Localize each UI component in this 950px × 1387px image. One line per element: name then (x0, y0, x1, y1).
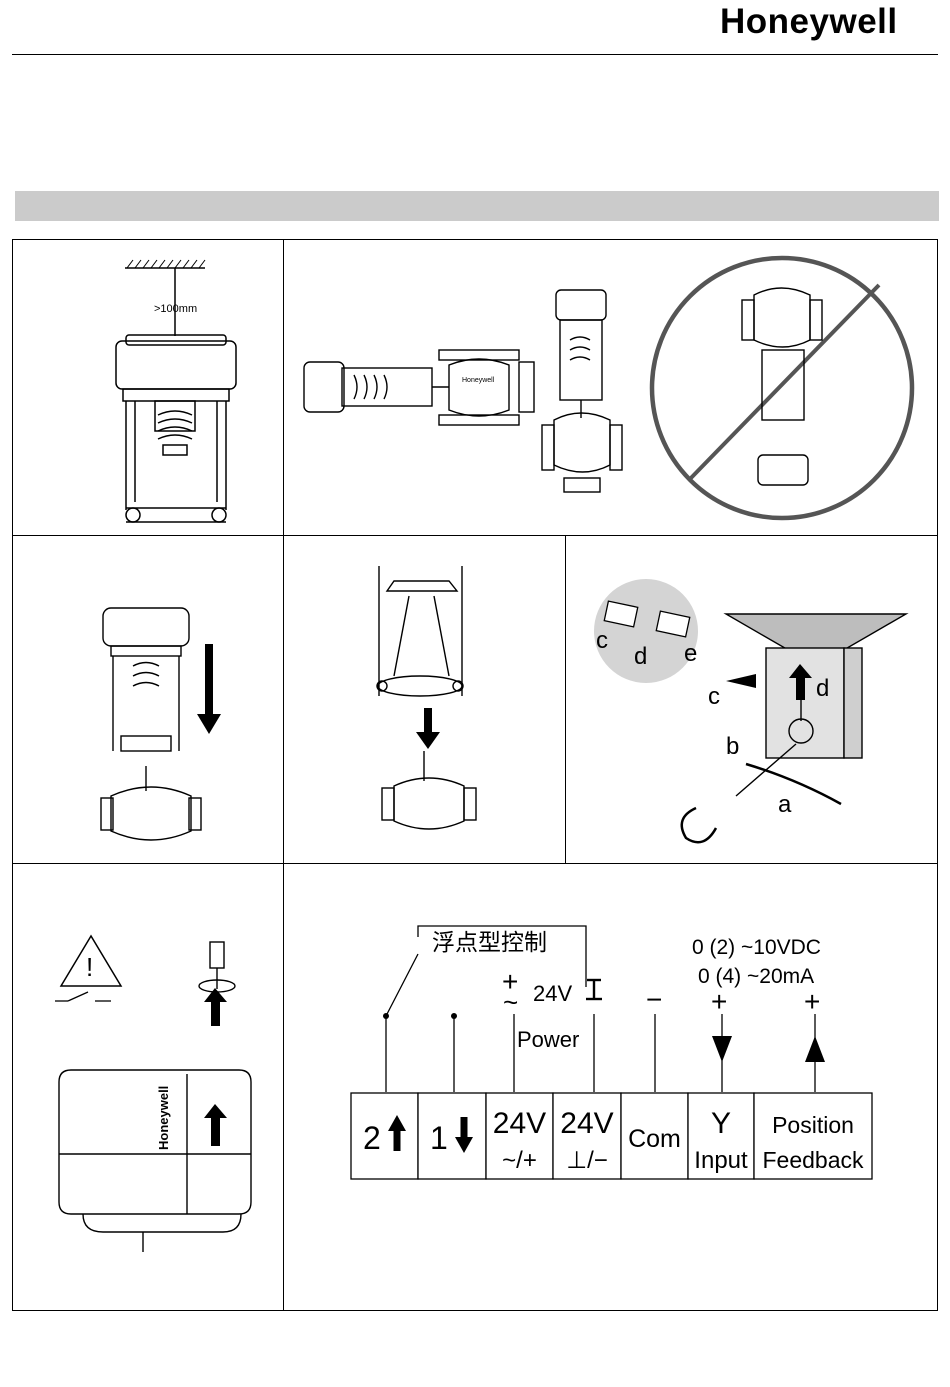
terminal-4-label: 24V (560, 1107, 613, 1140)
honeywell-logo: Honeywell (720, 2, 898, 42)
terminal-7-label: Position (772, 1112, 854, 1138)
actuator-clearance-illustration: >100mm (13, 240, 285, 537)
section-bar (15, 191, 939, 221)
com-minus-sign: − (646, 984, 662, 1015)
valve-stamp-label: Honeywell (462, 377, 495, 384)
cover-removal-illustration: ! Honeywell (13, 864, 285, 1312)
down-arrow-shaft (424, 708, 432, 732)
down-arrow-head (197, 714, 221, 734)
terminal-1 (351, 1093, 418, 1179)
screwdriver-icon (199, 942, 235, 992)
input-plus-sign: + (711, 986, 727, 1017)
orientation-illustration: Honeywell (284, 240, 939, 537)
label-c-inset: c (596, 627, 608, 654)
terminal-6-sublabel: Input (694, 1147, 748, 1174)
yoke-install-illustration (284, 536, 567, 865)
arrow-up-shaft (796, 676, 805, 700)
label-d: d (816, 675, 829, 702)
up-arrow-head (204, 1104, 227, 1118)
switch-blade (386, 954, 418, 1016)
terminal-4-sublabel: ⊥/− (566, 1147, 608, 1174)
label-b: b (726, 733, 739, 760)
down-arrow-shaft (205, 644, 213, 716)
panel-lower-actuator (12, 535, 284, 864)
terminal-3-sublabel: ~/+ (502, 1147, 537, 1174)
clearance-label: >100mm (154, 303, 197, 315)
feedback-plus-sign: + (804, 986, 820, 1017)
supply-voltage-label: 24V (533, 981, 572, 1006)
terminal-3-label: 24V (493, 1107, 546, 1140)
open-arrow-shaft (394, 1129, 401, 1151)
label-c: c (708, 683, 720, 710)
panel-mounting-clearance: >100mm (12, 239, 284, 536)
switch-icon (55, 992, 111, 1001)
up-arrow-shaft (211, 1118, 220, 1146)
warning-exclamation-icon: ! (86, 952, 93, 982)
arrow-left (726, 674, 756, 688)
input-arrow (712, 1036, 732, 1062)
label-e-inset: e (684, 640, 697, 667)
header-rule (12, 54, 938, 55)
terminal-6-label: Y (711, 1107, 731, 1140)
panel-stem-coupling: c d e c d b a (565, 535, 938, 864)
up-arrow-head (204, 988, 227, 1002)
close-arrow-shaft (461, 1117, 468, 1139)
housing-brand-label: Honeywell (156, 1086, 171, 1150)
stem-coupling-illustration: c d e c d b a (566, 536, 939, 865)
label-a: a (778, 791, 792, 818)
panel-yoke-install (283, 535, 566, 864)
terminal-1-number: 2 (363, 1120, 381, 1156)
label-d-inset: d (634, 643, 647, 670)
ground-symbol-icon (586, 980, 602, 999)
panel-mounting-orientation: Honeywell (283, 239, 938, 536)
wiring-diagram: 浮点型控制 0 (2) ~10VDC 0 (4) ~20mA + ~ 24V −… (284, 864, 939, 1312)
feedback-arrow (805, 1036, 825, 1062)
terminal-7-sublabel: Feedback (762, 1147, 864, 1173)
terminal-2-number: 1 (430, 1120, 448, 1156)
terminal-2 (418, 1093, 486, 1179)
panel-wiring-diagram: 浮点型控制 0 (2) ~10VDC 0 (4) ~20mA + ~ 24V −… (283, 863, 938, 1311)
up-arrow-shaft (211, 1002, 220, 1026)
voltage-range-label: 0 (2) ~10VDC (692, 936, 821, 959)
lower-actuator-illustration (13, 536, 285, 865)
floating-control-label: 浮点型控制 (432, 929, 547, 955)
power-label: Power (517, 1027, 579, 1052)
down-arrow-head (416, 732, 440, 749)
panel-cover-removal: ! Honeywell (12, 863, 284, 1311)
supply-tilde-sign: ~ (503, 987, 518, 1017)
terminal-5-label: Com (628, 1125, 681, 1153)
current-range-label: 0 (4) ~20mA (698, 965, 814, 988)
